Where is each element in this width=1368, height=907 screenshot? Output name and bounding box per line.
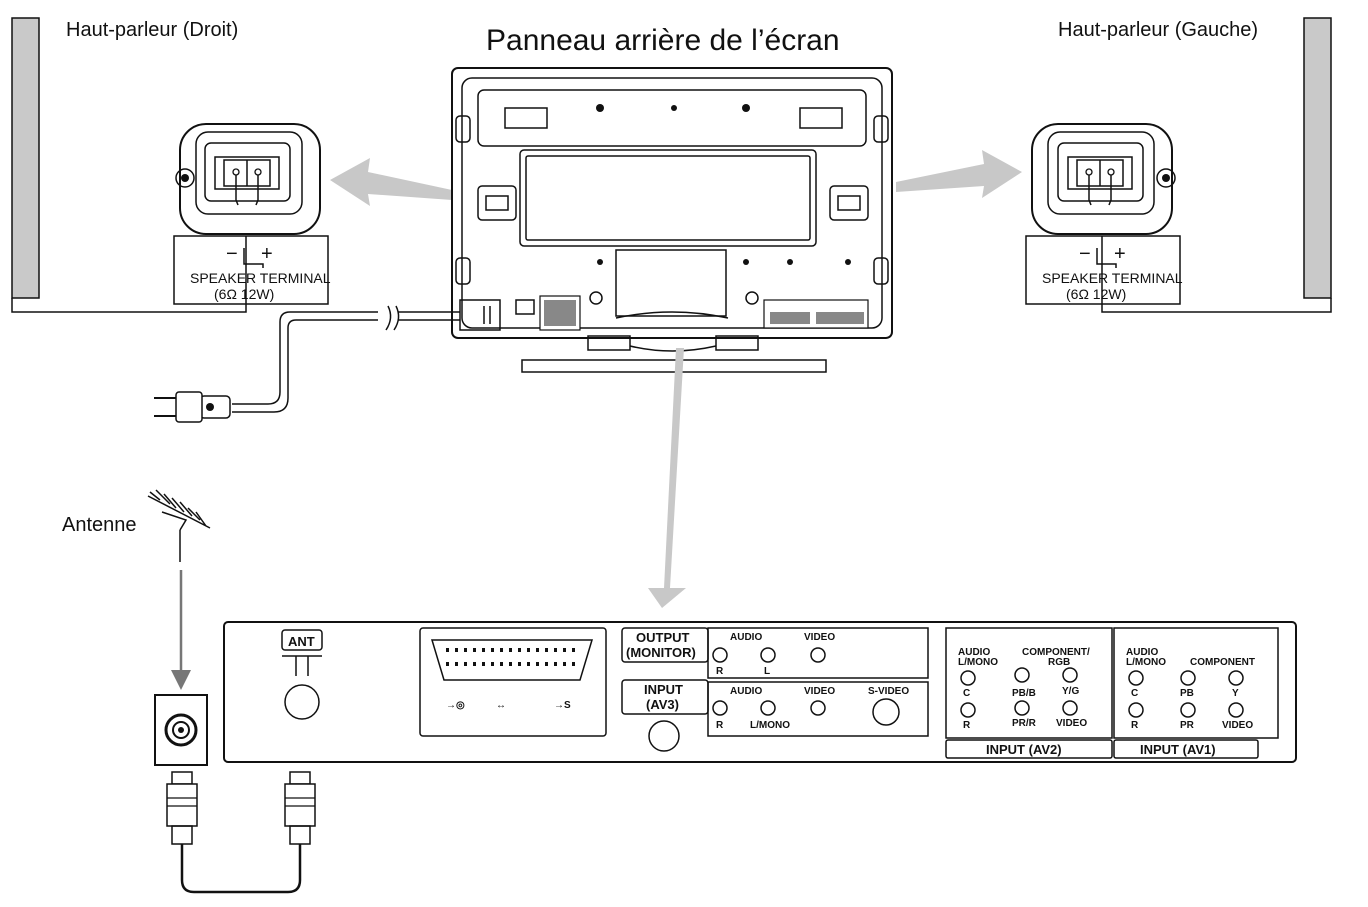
diagram-title: Panneau arrière de l’écran (486, 24, 840, 57)
av1-y-label: Y (1232, 688, 1239, 699)
av2-audio-l-jack (960, 670, 976, 686)
av2-pbb-label: PB/B (1012, 688, 1036, 699)
input-av3-line1: INPUT (644, 682, 683, 697)
av1-pb-jack (1180, 670, 1196, 686)
av2-audio-r-jack (960, 702, 976, 718)
output-video-label: VIDEO (804, 632, 835, 643)
tv-back-panel (451, 67, 893, 373)
av2-pb-jack (1014, 667, 1030, 683)
input-av3-svideo-label: S-VIDEO (868, 686, 909, 697)
speaker-left-label: Haut-parleur (Gauche) (1058, 19, 1258, 41)
av1-component-label: COMPONENT (1190, 657, 1255, 668)
arrow-to-left-speaker (896, 150, 1022, 198)
av1-pb-label: PB (1180, 688, 1194, 699)
av2-footer-box (945, 739, 1113, 759)
ant-input-jack (284, 684, 320, 720)
av1-r-label: R (1131, 720, 1139, 731)
speaker-left-spec-box (1025, 235, 1181, 305)
output-r-label: R (716, 666, 724, 677)
speaker-left-cabinet (1303, 17, 1332, 299)
scart-icon-av: ↔ (496, 700, 506, 711)
speaker-right-plus: + (261, 243, 273, 265)
ant-label: ANT (288, 634, 315, 649)
av1-pr-jack (1180, 702, 1196, 718)
speaker-left-terminal-housing (1031, 123, 1173, 235)
av2-yg-label: Y/G (1062, 686, 1079, 697)
av2-video-label: VIDEO (1056, 718, 1087, 729)
speaker-right-terminal-title: SPEAKER TERMINAL (190, 270, 331, 286)
input-av3-video-label: VIDEO (804, 686, 835, 697)
input-av3-video-jack (810, 700, 826, 716)
av1-video-jack (1228, 702, 1244, 718)
speaker-left-plus: + (1114, 243, 1126, 265)
av2-prr-label: PR/R (1012, 718, 1037, 729)
av2-y-jack (1062, 667, 1078, 683)
antenna-label: Antenne (62, 514, 137, 536)
av1-c-label: C (1131, 688, 1138, 699)
speaker-left-terminal-title: SPEAKER TERMINAL (1042, 270, 1183, 286)
av1-y-jack (1228, 670, 1244, 686)
antenna-cable (166, 771, 316, 894)
input-av3-l-jack (760, 700, 776, 716)
scart-icon-s: →S (554, 700, 571, 711)
av2-r-label: R (963, 720, 971, 731)
speaker-right-minus: − (226, 243, 238, 265)
output-audio-label: AUDIO (730, 632, 762, 643)
speaker-right-group: Haut-parleur (Droit) − + SPEAKER TERMINA… (11, 17, 331, 313)
scart-connector (430, 639, 594, 681)
ant-label-box (281, 629, 323, 651)
av2-rgb-label: RGB (1048, 657, 1070, 668)
output-audio-l-jack (760, 647, 776, 663)
av2-c-label: C (963, 688, 970, 699)
av2-lmono-label: L/MONO (958, 657, 998, 668)
av1-audio-l-jack (1128, 670, 1144, 686)
av2-component-rgb-label: COMPONENT/ (1022, 647, 1090, 658)
output-audio-r-jack (712, 647, 728, 663)
input-av3-svideo-jack (872, 698, 900, 726)
input-av3-lmono-label: L/MONO (750, 720, 790, 731)
av1-audio-label: AUDIO (1126, 647, 1158, 658)
input-av3-line2: (AV3) (646, 697, 679, 712)
av1-lmono-label: L/MONO (1126, 657, 1166, 668)
antenna-group: Antenne (62, 489, 211, 766)
av1-video-label: VIDEO (1222, 720, 1253, 731)
scart-area (419, 627, 607, 737)
output-video-jack (810, 647, 826, 663)
speaker-right-label: Haut-parleur (Droit) (66, 19, 238, 41)
arrow-to-terminal-panel (648, 348, 686, 608)
av1-footer-box (1113, 739, 1259, 759)
antenna-icon (147, 489, 211, 531)
output-label-line1: OUTPUT (636, 630, 690, 645)
input-av3-audio-label: AUDIO (730, 686, 762, 697)
input-av2-label: INPUT (AV2) (986, 742, 1062, 757)
arrow-to-right-speaker (330, 158, 452, 206)
av1-pr-label: PR (1180, 720, 1195, 731)
av1-audio-r-jack (1128, 702, 1144, 718)
input-av1-label: INPUT (AV1) (1140, 742, 1216, 757)
input-av3-r-jack (712, 700, 728, 716)
speaker-right-spec-box (173, 235, 329, 305)
speaker-left-terminal-rating: (6Ω 12W) (1066, 286, 1126, 302)
av2-audio-label: AUDIO (958, 647, 990, 658)
speaker-left-minus: − (1079, 243, 1091, 265)
output-l-label: L (764, 666, 770, 677)
speaker-right-terminal-rating: (6Ω 12W) (214, 286, 274, 302)
av2-pr-jack (1014, 700, 1030, 716)
input-av3-extra-jack (648, 720, 680, 752)
output-label-line2: (MONITOR) (626, 645, 696, 660)
speaker-right-terminal-housing (179, 123, 321, 235)
speaker-right-cabinet (11, 17, 40, 299)
power-cord (154, 305, 460, 423)
speaker-left-group: Haut-parleur (Gauche) − + SPEAKER TERMIN… (1025, 17, 1332, 313)
terminal-panel: ANT →◎ ↔ →S OUTPUT (MONITOR) AUDIO VIDEO… (223, 621, 1297, 763)
scart-icon-rgb: →◎ (446, 700, 465, 711)
av2-video-jack (1062, 700, 1078, 716)
input-av3-r-label: R (716, 720, 724, 731)
